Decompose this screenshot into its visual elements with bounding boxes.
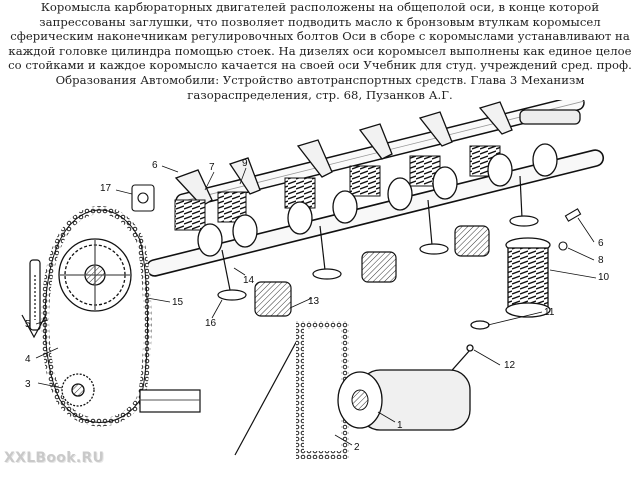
callout-2: 2 xyxy=(334,434,360,453)
svg-text:4: 4 xyxy=(25,354,31,365)
callout-16: 16 xyxy=(205,299,223,329)
callout-14: 14 xyxy=(233,267,255,286)
svg-text:8: 8 xyxy=(598,255,604,266)
callout-15: 15 xyxy=(146,297,184,308)
callout-12: 12 xyxy=(473,349,516,371)
svg-text:3: 3 xyxy=(25,379,31,390)
svg-text:10: 10 xyxy=(598,272,610,283)
callout-10: 10 xyxy=(549,269,610,283)
callout-13: 13 xyxy=(289,296,320,309)
callout-9: 8 xyxy=(567,247,604,266)
valves xyxy=(217,175,539,301)
callout-6-top: 6 xyxy=(152,160,179,173)
engine-timing-mechanism-illustration: 1 2 3 4 5 6 6 xyxy=(21,100,610,459)
callout-7: 7 xyxy=(204,162,215,191)
callout-3: 3 xyxy=(25,379,63,390)
callout-4: 4 xyxy=(25,347,59,365)
svg-text:6: 6 xyxy=(152,160,158,171)
crankshaft-sprocket xyxy=(61,373,95,407)
svg-text:13: 13 xyxy=(308,296,320,307)
crankshaft-detail xyxy=(139,321,471,459)
watermark-logo: XXLBook.RU xyxy=(4,450,105,466)
callout-5: 5 xyxy=(25,319,49,330)
exploded-valve-spring xyxy=(470,237,551,330)
svg-text:14: 14 xyxy=(243,275,255,286)
callout-1: 1 xyxy=(377,411,403,431)
svg-text:2: 2 xyxy=(354,442,360,453)
svg-text:7: 7 xyxy=(209,162,215,173)
camshaft xyxy=(145,143,605,277)
svg-text:9: 9 xyxy=(242,158,248,169)
svg-text:11: 11 xyxy=(544,307,555,318)
callout-6-right: 6 xyxy=(577,217,604,249)
callout-labels: 1 2 3 4 5 6 6 xyxy=(25,158,610,453)
svg-text:17: 17 xyxy=(100,183,112,194)
small-parts xyxy=(131,184,582,251)
callout-17: 17 xyxy=(100,183,133,195)
caption-text: Коромысла карбюраторных двигателей распо… xyxy=(8,0,632,102)
callout-8: 9 xyxy=(239,158,248,185)
svg-text:1: 1 xyxy=(397,420,403,431)
camshaft-sprocket xyxy=(58,238,132,312)
svg-text:12: 12 xyxy=(504,360,516,371)
svg-text:16: 16 xyxy=(205,318,217,329)
tappets xyxy=(254,225,490,317)
svg-text:6: 6 xyxy=(598,238,604,249)
svg-text:15: 15 xyxy=(172,297,184,308)
svg-text:5: 5 xyxy=(25,319,31,330)
chain-tensioner xyxy=(21,259,47,339)
callout-11: 11 xyxy=(487,307,555,326)
rocker-arms xyxy=(174,101,581,207)
